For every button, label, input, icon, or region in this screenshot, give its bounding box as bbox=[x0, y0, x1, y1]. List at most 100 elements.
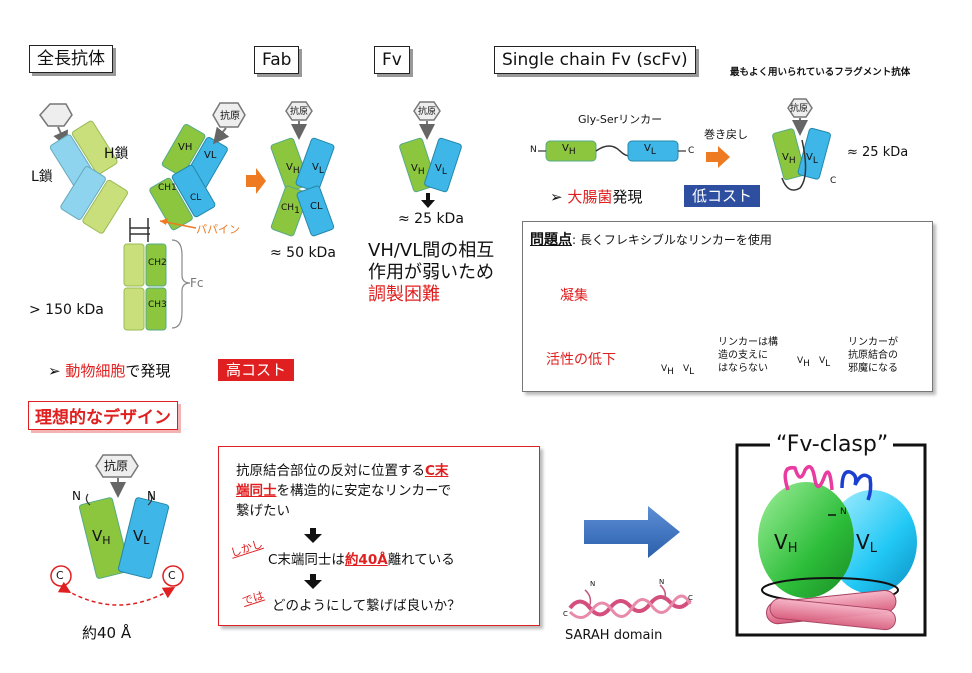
ch3-label: CH3 bbox=[148, 300, 167, 310]
ch2-domain bbox=[145, 243, 167, 287]
act2-vl-label: VL bbox=[819, 356, 831, 369]
high-cost-badge: 高コスト bbox=[218, 359, 295, 381]
problems-panel bbox=[522, 221, 933, 392]
vl-domain bbox=[424, 137, 462, 193]
vl-domain bbox=[117, 497, 170, 579]
vh-label: VH bbox=[178, 142, 193, 153]
fv-antigen-label: 抗原 bbox=[418, 107, 437, 117]
scfv-figure bbox=[538, 98, 831, 191]
ideal-design-figure bbox=[50, 454, 184, 606]
vh-cdr-loops bbox=[783, 464, 834, 491]
fab-vh-label: VH bbox=[286, 162, 300, 176]
vh-domain bbox=[161, 123, 206, 177]
problems-heading: 問題点: 長くフレキシブルなリンカーを使用 bbox=[530, 232, 772, 248]
aggregation-label: 凝集 bbox=[560, 288, 588, 304]
heavy-chain-domain bbox=[82, 179, 128, 234]
cl-domain bbox=[171, 164, 216, 218]
bullet-icon: ➢ bbox=[48, 362, 66, 380]
vh-domain bbox=[78, 497, 131, 579]
antigen-hexagon bbox=[413, 101, 441, 121]
fv-figure bbox=[399, 101, 462, 208]
note-linker-blocks-binding: リンカーが 抗原結合の 邪魔になる bbox=[848, 337, 898, 374]
ideal-n-label-right: N bbox=[147, 489, 156, 503]
ideal-design-title: 理想的なデザイン bbox=[28, 401, 178, 430]
down-arrow-head bbox=[421, 200, 435, 208]
sarah-n-label-1: N bbox=[590, 580, 596, 588]
ideal-text-line4: C末端同士は約40Å離れている bbox=[268, 552, 455, 568]
fv-note: VH/VL間の相互 作用が弱いため 調製困難 bbox=[368, 240, 494, 306]
fv-clasp-figure bbox=[735, 443, 927, 637]
scfv-n-label: N bbox=[530, 145, 537, 155]
ideal-vh-label: VH bbox=[92, 527, 111, 547]
act2-vh-label: VH bbox=[797, 356, 810, 369]
ch2-label: CH2 bbox=[148, 258, 167, 268]
rewind-arrow bbox=[706, 146, 730, 168]
antigen-label: 抗原 bbox=[220, 111, 240, 122]
scfv-c-label: C bbox=[688, 146, 695, 156]
act1-vl-label: VL bbox=[683, 364, 695, 377]
title-full-antibody: 全長抗体 bbox=[29, 45, 113, 73]
antigen-arrow bbox=[213, 126, 230, 145]
light-chain-domain bbox=[60, 166, 106, 220]
big-right-arrow bbox=[584, 506, 680, 558]
full-antibody-size: > 150 kDa bbox=[29, 302, 104, 318]
fab-cl-label: CL bbox=[310, 201, 323, 212]
ideal-vl-label: VL bbox=[133, 527, 150, 547]
fab-figure bbox=[270, 101, 335, 237]
distance-arrow bbox=[57, 581, 176, 606]
heavy-chain-label: H鎖 bbox=[104, 146, 129, 162]
full-antibody-expression: ➢ 動物細胞で発現 bbox=[48, 362, 171, 380]
fv-note-line1: VH/VL間の相互 bbox=[368, 240, 495, 261]
text-box-arrows bbox=[304, 528, 322, 589]
fc-label: Fc bbox=[190, 276, 204, 290]
scfv-fold-vl-label: VL bbox=[806, 152, 818, 166]
fab-ch1-label: CH1 bbox=[281, 203, 300, 216]
fc-domain bbox=[123, 287, 145, 331]
note-linker-not-support: リンカーは構 造の支えに はならない bbox=[718, 337, 778, 374]
antigen-hexagon bbox=[39, 103, 73, 127]
fv-note-line2: 作用が弱いため bbox=[368, 262, 494, 283]
fv-clasp-vl-label: VL bbox=[856, 530, 877, 556]
ch1-label: CH1 bbox=[158, 183, 177, 193]
vl-cdr-loops bbox=[840, 470, 873, 501]
cleave-arrow bbox=[246, 168, 266, 194]
title-scfv: Single chain Fv (scFv) bbox=[494, 46, 696, 74]
fv-vl-label: VL bbox=[435, 163, 447, 177]
act1-vh-label: VH bbox=[661, 364, 674, 377]
antigen-hexagon bbox=[285, 101, 313, 121]
fc-domain bbox=[123, 243, 145, 287]
scfv-size: ≈ 25 kDa bbox=[847, 145, 909, 160]
title-fab: Fab bbox=[254, 46, 300, 74]
scfv-vl-label: VL bbox=[644, 143, 656, 157]
cl-domain bbox=[296, 185, 335, 237]
fv-note-line3: 調製困難 bbox=[368, 284, 440, 305]
fab-size: ≈ 50 kDa bbox=[270, 245, 336, 261]
fv-clasp-vh-label: VH bbox=[774, 530, 798, 556]
scfv-vh-label: VH bbox=[562, 143, 576, 157]
rewind-label: 巻き戻し bbox=[704, 128, 748, 141]
bullet-icon: ➢ bbox=[550, 188, 568, 206]
down-arrow-shaft bbox=[426, 193, 430, 201]
heavy-chain-domain bbox=[71, 120, 118, 175]
scfv-expression: ➢ 大腸菌発現 bbox=[550, 188, 643, 206]
ch3-domain bbox=[145, 287, 167, 331]
sarah-n-label-2: N bbox=[659, 578, 665, 586]
papain-label: パパイン bbox=[196, 223, 240, 236]
ideal-text-line1: 抗原結合部位の反対に位置するC末 bbox=[236, 463, 449, 479]
scfv-caption: 最もよく用いられているフラグメント抗体 bbox=[730, 67, 911, 78]
linker-loop bbox=[781, 139, 807, 191]
fv-clasp-n-label: N bbox=[840, 507, 847, 517]
vh-ellipse bbox=[758, 482, 854, 598]
scfv-fold-vh-label: VH bbox=[782, 152, 796, 166]
fab-vl-label: VL bbox=[312, 162, 324, 176]
fv-vh-label: VH bbox=[411, 163, 425, 177]
fc-brace bbox=[171, 239, 191, 329]
ideal-antigen-label: 抗原 bbox=[104, 459, 129, 473]
ideal-c-label-left: C bbox=[56, 569, 64, 582]
linker-label: Gly-Serリンカー bbox=[578, 113, 663, 126]
low-cost-badge: 低コスト bbox=[684, 185, 761, 207]
scfv-fold-c-label: C bbox=[830, 176, 837, 186]
antigen-hexagon bbox=[787, 98, 813, 118]
vh-domain bbox=[772, 128, 806, 181]
ideal-text-line2: 端同士を構造的に安定なリンカーで bbox=[236, 483, 452, 499]
